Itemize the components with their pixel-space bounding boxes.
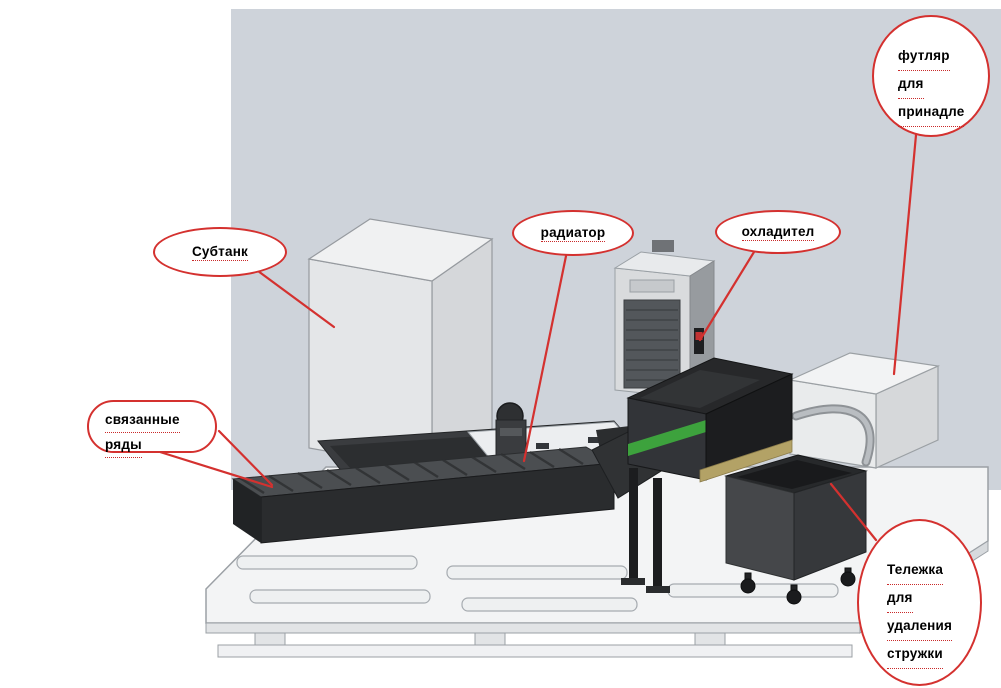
callout-linked-rows: связанные ряды [87,400,217,458]
callout-leader-lines [158,133,918,542]
callout-chip-cart-line1: Тележка [887,557,944,585]
leader-cooler [698,250,756,342]
chip-cart [724,454,868,605]
callout-chip-cart-line2: для [887,585,913,613]
leader-subtank [256,269,336,329]
callout-accessory-case-line2: для [898,71,924,99]
leader-linked-rows-a [158,450,274,489]
callout-cooler-label: охладител [741,223,815,241]
callout-linked-rows-line2: ряды [105,433,142,458]
callout-chip-cart-line3: удаления [887,613,953,641]
callout-accessory-case: футляр для принадле [872,15,990,137]
liner-strip [699,439,793,483]
callout-subtank-label: Субтанк [191,243,249,261]
pallet-slots [236,555,839,612]
leader-radiator [522,254,568,463]
callout-linked-rows-line1: связанные [105,408,180,433]
chip-discharge-box [621,357,794,593]
callout-cooler: охладител [715,210,841,254]
leader-accessory-case [892,133,918,376]
callout-subtank: Субтанк [153,227,287,277]
callout-accessory-case-line1: футляр [898,43,950,71]
cart-wheels [740,567,856,605]
callout-radiator: радиатор [512,210,634,256]
callout-radiator-label: радиатор [540,224,606,242]
green-stripe [628,420,706,456]
handle-pipe [791,404,875,467]
callout-accessory-case-line3: принадле [898,99,965,127]
callout-chip-cart-line4: стружки [887,641,943,669]
subtank-box [307,218,494,472]
leader-linked-rows-b [217,429,274,487]
leader-chip-cart [829,482,878,542]
accessory-case-box [787,352,941,469]
callout-chip-cart: Тележка для удаления стружки [857,519,982,686]
